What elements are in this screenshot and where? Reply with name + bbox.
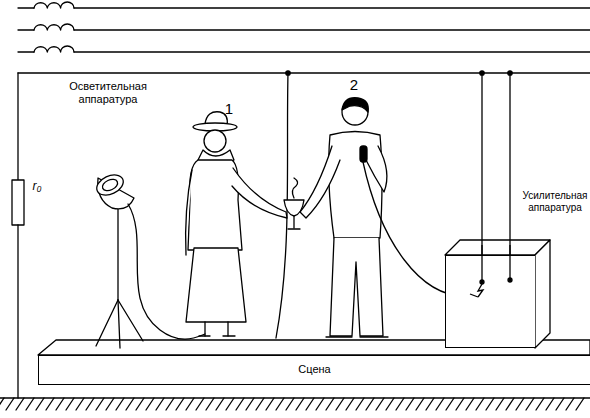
hatch-stroke (376, 398, 384, 410)
hatch-stroke (346, 398, 354, 410)
equipment-label: Осветительная аппаратура (60, 80, 156, 105)
ground-hatching (0, 398, 590, 410)
hatch-stroke (226, 398, 234, 410)
hatch-stroke (406, 398, 414, 410)
hatch-stroke (126, 398, 134, 410)
hatch-stroke (476, 398, 484, 410)
hatch-stroke (526, 398, 534, 410)
hatch-stroke (6, 398, 14, 410)
hatch-stroke (116, 398, 124, 410)
callout-number: 2 (347, 76, 361, 93)
hatch-stroke (566, 398, 574, 410)
hatch-stroke (326, 398, 334, 410)
hatch-stroke (276, 398, 284, 410)
hatch-stroke (206, 398, 214, 410)
hatch-stroke (506, 398, 514, 410)
hatch-stroke (296, 398, 304, 410)
resistor-label: r₀ (27, 180, 47, 194)
hatch-stroke (496, 398, 504, 410)
hatch-stroke (416, 398, 424, 410)
hatch-stroke (446, 398, 454, 410)
hatch-stroke (96, 398, 104, 410)
hatch-stroke (106, 398, 114, 410)
hatch-stroke (386, 398, 394, 410)
hatch-stroke (556, 398, 564, 410)
hatch-stroke (396, 398, 404, 410)
hatch-stroke (436, 398, 444, 410)
power-lines (18, 2, 590, 73)
hatch-stroke (0, 398, 4, 410)
hatch-stroke (366, 398, 374, 410)
stage-band: Сцена (38, 355, 590, 385)
hatch-stroke (236, 398, 244, 410)
hatch-stroke (176, 398, 184, 410)
hatch-stroke (466, 398, 474, 410)
goblet (284, 178, 304, 229)
hatch-stroke (26, 398, 34, 410)
node-heading: Усилительная аппаратура (519, 190, 590, 213)
hatch-stroke (306, 398, 314, 410)
hatch-stroke (266, 398, 274, 410)
amplifier-box: Усилительная аппаратура (445, 255, 535, 348)
hatch-stroke (516, 398, 524, 410)
hatch-stroke (76, 398, 84, 410)
hatch-stroke (46, 398, 54, 410)
hatch-stroke (486, 398, 494, 410)
hatch-stroke (86, 398, 94, 410)
amplifier-terminals (445, 255, 535, 348)
hatch-stroke (356, 398, 364, 410)
hatch-stroke (16, 398, 24, 410)
amplifier-housing (445, 240, 550, 348)
node-label: Сцена (39, 356, 590, 376)
hatch-stroke (576, 398, 584, 410)
hatch-stroke (336, 398, 344, 410)
hatch-stroke (146, 398, 154, 410)
hatch-stroke (216, 398, 224, 410)
hatch-stroke (536, 398, 544, 410)
hatch-stroke (196, 398, 204, 410)
hatch-stroke (316, 398, 324, 410)
neutral-earthing (12, 73, 24, 398)
hatch-stroke (426, 398, 434, 410)
hatch-stroke (256, 398, 264, 410)
hatch-stroke (246, 398, 254, 410)
hatch-stroke (36, 398, 44, 410)
callout-number: 1 (222, 100, 236, 117)
person-1 (186, 112, 287, 336)
hatch-stroke (156, 398, 164, 410)
hatch-stroke (56, 398, 64, 410)
hatch-stroke (136, 398, 144, 410)
amplifier-mains-wires (480, 71, 512, 280)
hatch-stroke (186, 398, 194, 410)
hatch-stroke (546, 398, 554, 410)
hatch-stroke (456, 398, 464, 410)
hatch-stroke (286, 398, 294, 410)
hatch-stroke (66, 398, 74, 410)
person-2 (300, 98, 388, 337)
hatch-stroke (166, 398, 174, 410)
